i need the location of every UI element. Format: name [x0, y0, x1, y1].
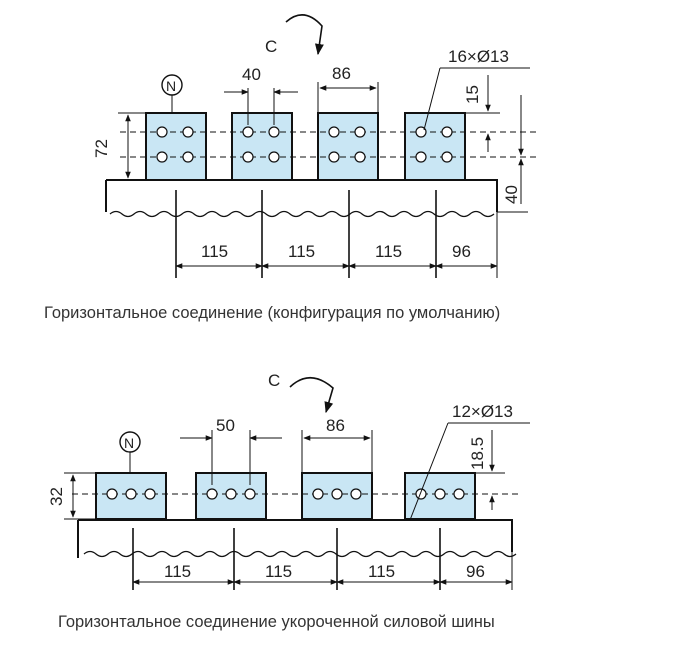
pitch-1: 115 — [164, 562, 191, 581]
busbar-1 — [145, 112, 207, 181]
pitch-4: 96 — [466, 562, 485, 581]
rotation-label: C — [265, 37, 277, 56]
base-plate — [77, 519, 513, 558]
diagram-top: C N — [44, 14, 540, 322]
dim-width: 86 — [332, 64, 351, 83]
dim-spacing: 50 — [216, 416, 235, 435]
neutral-label: N — [124, 435, 134, 451]
neutral-label: N — [166, 78, 176, 94]
dim-offset: 15 — [463, 85, 482, 104]
dim-spacing: 40 — [242, 65, 261, 84]
dim-height: 32 — [47, 487, 66, 506]
diagram-bottom: C N 115 115 115 96 3 — [47, 371, 530, 631]
dim-holes: 16×Ø13 — [448, 47, 509, 66]
rotation-arrow-icon — [289, 376, 334, 414]
dim-height: 72 — [92, 139, 111, 158]
dim-holes: 12×Ø13 — [452, 402, 513, 421]
rotation-arrow-icon — [285, 14, 324, 56]
busbar-3 — [317, 112, 379, 181]
caption-bottom: Горизонтальное соединение укороченной си… — [58, 613, 495, 631]
pitch-2: 115 — [288, 242, 315, 261]
pitch-2: 115 — [265, 562, 292, 581]
dim-offset: 18.5 — [468, 437, 487, 470]
busbar-4 — [404, 112, 466, 181]
hole-pattern — [156, 126, 453, 163]
busbar-2 — [231, 112, 293, 181]
dim-base: 40 — [502, 185, 521, 204]
dim-width: 86 — [326, 416, 345, 435]
base-plate — [105, 179, 498, 212]
pitch-3: 115 — [368, 562, 395, 581]
hole-pattern — [106, 488, 465, 500]
pitch-4: 96 — [452, 242, 471, 261]
caption-top: Горизонтальное соединение (конфигурация … — [44, 304, 500, 322]
rotation-label: C — [268, 371, 280, 390]
pitch-1: 115 — [201, 242, 228, 261]
pitch-3: 115 — [375, 242, 402, 261]
